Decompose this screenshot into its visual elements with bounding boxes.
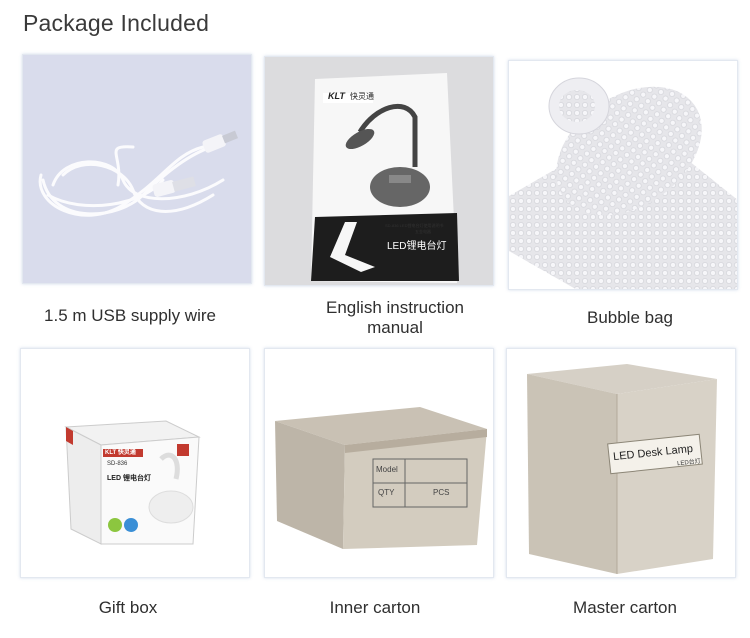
- gift-box-model: SD-836: [107, 461, 128, 467]
- gift-box-icon: [21, 349, 249, 577]
- product-card-usb-wire: [22, 54, 252, 284]
- manual-model-text: SD-836 LED锂电台灯使用说明书: [385, 223, 444, 228]
- manual-icon: [265, 57, 493, 285]
- product-card-bubble-bag: [508, 60, 738, 290]
- caption-manual-line2: manual: [367, 318, 423, 337]
- manual-product-text: LED锂电台灯: [387, 241, 447, 252]
- product-card-manual: KLT 快灵通 SD-836 LED锂电台灯使用说明书 五金电器 LED锂电台灯: [264, 56, 494, 286]
- gift-box-brand: KLT 快灵通: [105, 450, 136, 456]
- product-card-gift-box: KLT 快灵通 SD-836 LED 锂电台灯: [20, 348, 250, 578]
- carton-label-model: Model: [376, 465, 398, 474]
- page-title: Package Included: [23, 10, 210, 36]
- caption-master-carton: Master carton: [573, 598, 677, 617]
- caption-gift-box: Gift box: [98, 598, 158, 617]
- caption-usb-wire: 1.5 m USB supply wire: [44, 306, 216, 325]
- caption-inner-carton: Inner carton: [329, 598, 421, 617]
- carton-label-pcs: PCS: [433, 488, 450, 497]
- master-carton-icon: [507, 349, 735, 577]
- caption-manual-line1: English instruction: [326, 298, 464, 317]
- product-card-inner-carton: Model QTY PCS: [264, 348, 494, 578]
- usb-cable-icon: [23, 55, 251, 283]
- manual-brand-cn: 快灵通: [350, 92, 374, 101]
- bubble-wrap-icon: [509, 61, 737, 289]
- manual-sub-text: 五金电器: [415, 229, 431, 234]
- caption-bubble-bag: Bubble bag: [586, 308, 674, 327]
- carton-icon: [265, 349, 493, 577]
- caption-manual: English instruction manual: [270, 298, 520, 338]
- carton-label-qty: QTY: [378, 488, 395, 497]
- gift-box-product: LED 锂电台灯: [107, 475, 151, 482]
- product-card-master-carton: LED Desk Lamp LED台灯: [506, 348, 736, 578]
- manual-brand: KLT: [328, 91, 345, 101]
